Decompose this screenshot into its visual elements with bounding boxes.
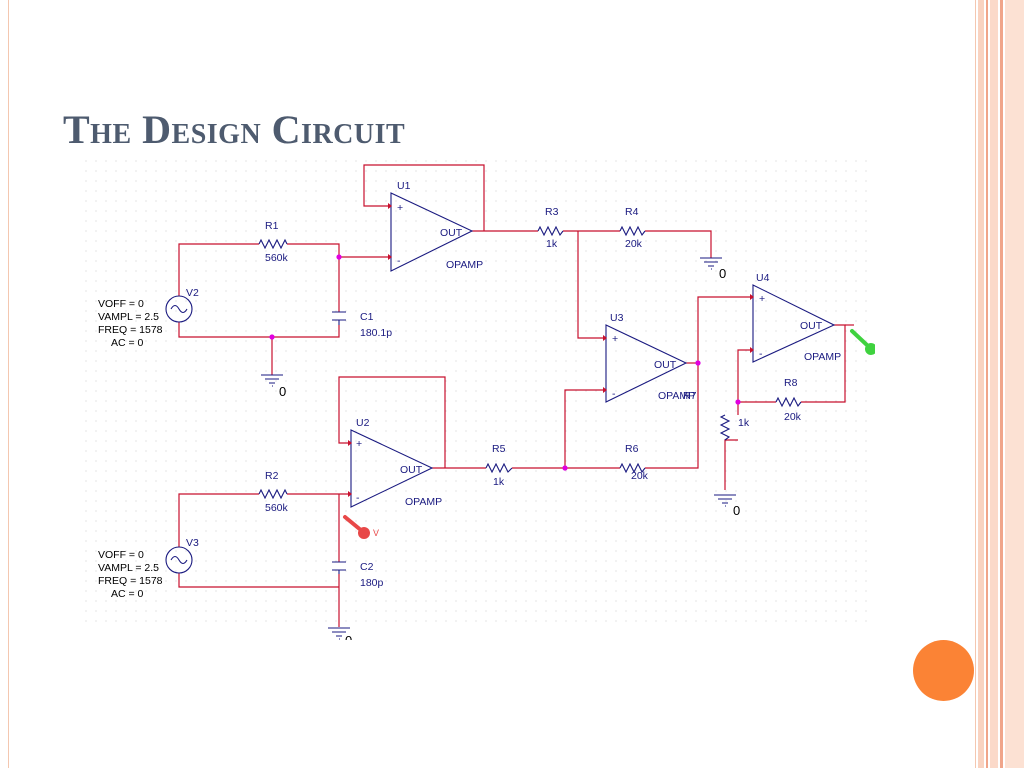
opamp-u4-minus: -: [759, 348, 763, 360]
ground-label: 0: [279, 384, 286, 399]
capacitor-c1-value: 180.1p: [360, 327, 392, 339]
voltage-probe-green[interactable]: [850, 329, 875, 355]
opamp-u3-minus: -: [612, 388, 616, 400]
resistor-r2-value: 560k: [265, 502, 289, 514]
source-v3-voff: VOFF = 0: [98, 549, 144, 561]
resistor-r1-value: 560k: [265, 252, 289, 264]
resistor-r6-value: 20k: [631, 470, 649, 482]
opamp-u3[interactable]: U3 + - OUT OPAMP: [601, 312, 695, 403]
decorative-stripe: [990, 0, 998, 768]
ground-symbol: 0: [261, 374, 286, 399]
capacitor-c2[interactable]: C2 180p: [332, 561, 384, 589]
opamp-u3-ref: U3: [610, 312, 624, 324]
resistor-r3-ref: R3: [545, 206, 559, 218]
capacitor-c1[interactable]: C1 180.1p: [332, 311, 392, 339]
resistor-r2-ref: R2: [265, 470, 279, 482]
opamp-u4-plus: +: [759, 293, 765, 305]
junction-nodes: [269, 254, 741, 471]
opamp-u3-out: OUT: [654, 359, 677, 371]
opamp-u1-model: OPAMP: [446, 259, 483, 271]
opamp-u2[interactable]: U2 + - OUT OPAMP: [346, 417, 442, 508]
ground-label: 0: [719, 266, 726, 281]
resistor-r6-ref: R6: [625, 443, 639, 455]
opamp-u1-out: OUT: [440, 227, 463, 239]
ground-label: 0: [345, 633, 352, 640]
resistor-r4[interactable]: R4 20k: [619, 206, 646, 250]
opamp-u1-minus: -: [397, 255, 401, 267]
source-v2-voff: VOFF = 0: [98, 298, 144, 310]
decorative-stripe: [1000, 0, 1003, 768]
resistor-r5-value: 1k: [493, 476, 505, 488]
opamp-u1-ref: U1: [397, 180, 411, 192]
wires: [178, 164, 854, 627]
schematic-grid: [85, 160, 875, 630]
capacitor-c2-value: 180p: [360, 577, 384, 589]
source-v3-vampl: VAMPL = 2.5: [98, 562, 159, 574]
resistor-r5-ref: R5: [492, 443, 506, 455]
resistor-r7-value: 1k: [738, 417, 750, 429]
slide-title: The Design Circuit: [63, 107, 406, 152]
opamp-u2-out: OUT: [400, 464, 423, 476]
opamp-u4[interactable]: U4 + - OUT OPAMP: [748, 272, 841, 363]
resistor-r5[interactable]: R5 1k: [485, 443, 513, 488]
source-v2-freq: FREQ = 1578: [98, 324, 163, 336]
resistor-r8-ref: R8: [784, 377, 798, 389]
resistor-r8-value: 20k: [784, 411, 802, 423]
accent-circle: [913, 640, 974, 701]
resistor-r1-ref: R1: [265, 220, 279, 232]
opamp-u2-model: OPAMP: [405, 496, 442, 508]
source-v2-vampl: VAMPL = 2.5: [98, 311, 159, 323]
opamp-u4-ref: U4: [756, 272, 770, 284]
resistor-r7-ref: R7: [683, 390, 697, 402]
source-v2-ac: AC = 0: [111, 337, 144, 349]
opamp-u1-plus: +: [397, 202, 403, 214]
source-v3-ac: AC = 0: [111, 588, 144, 600]
resistor-r8[interactable]: R8 20k: [775, 377, 802, 423]
opamp-u3-plus: +: [612, 333, 618, 345]
decorative-stripe: [1005, 0, 1024, 768]
opamp-u4-model: OPAMP: [804, 351, 841, 363]
source-v3-freq: FREQ = 1578: [98, 575, 163, 587]
source-v2-ref: V2: [186, 287, 199, 299]
decorative-stripe: [986, 0, 988, 768]
capacitor-c2-ref: C2: [360, 561, 374, 573]
decorative-stripe: [978, 0, 984, 768]
resistor-r3[interactable]: R3 1k: [537, 206, 564, 250]
resistor-r6[interactable]: R6 20k: [619, 443, 649, 482]
resistor-r3-value: 1k: [546, 238, 558, 250]
voltage-source-v3[interactable]: V3 VOFF = 0 VAMPL = 2.5 FREQ = 1578 AC =…: [98, 537, 199, 600]
probe-label: V: [373, 528, 379, 538]
ground-label: 0: [733, 503, 740, 518]
source-v3-ref: V3: [186, 537, 199, 549]
opamp-u3-model: OPAMP: [658, 390, 695, 402]
opamp-u2-minus: -: [356, 492, 360, 504]
resistor-r1[interactable]: R1 560k: [258, 220, 289, 264]
voltage-probe-red[interactable]: V: [343, 515, 379, 539]
circuit-schematic: U1 + - OUT OPAMP U2 + - OUT OPAMP U3 + -…: [85, 160, 875, 640]
voltage-source-v2[interactable]: V2 VOFF = 0 VAMPL = 2.5 FREQ = 1578 AC =…: [98, 287, 199, 349]
resistor-r4-value: 20k: [625, 238, 643, 250]
opamp-u1[interactable]: U1 + - OUT OPAMP: [386, 180, 483, 272]
ground-symbol: 0: [328, 627, 352, 640]
resistor-r7[interactable]: R7 1k: [683, 390, 750, 441]
resistor-r4-ref: R4: [625, 206, 639, 218]
capacitor-c1-ref: C1: [360, 311, 374, 323]
ground-symbol: 0: [714, 494, 740, 518]
opamp-u2-plus: +: [356, 438, 362, 450]
resistor-r2[interactable]: R2 560k: [258, 470, 289, 514]
opamp-u4-out: OUT: [800, 320, 823, 332]
ground-symbol: 0: [700, 257, 726, 281]
slide-frame: [8, 0, 976, 768]
opamp-u2-ref: U2: [356, 417, 370, 429]
